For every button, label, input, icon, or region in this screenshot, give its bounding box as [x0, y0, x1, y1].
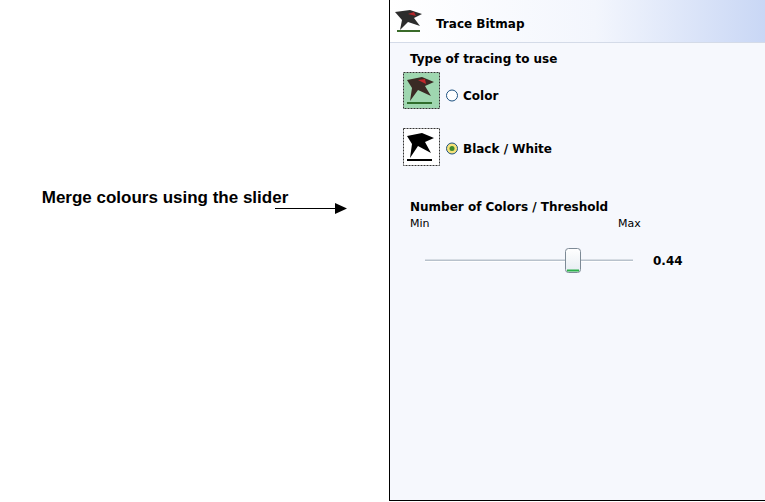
radio-button-selected [447, 143, 458, 154]
radio-button [447, 90, 458, 101]
dialog-text: Trace Bitmap [436, 17, 525, 31]
dialog-text: Color [463, 89, 498, 103]
bw-icon [404, 129, 440, 166]
dialog-text: Number of Colors / Threshold [410, 200, 608, 214]
dialog-panel: Trace BitmapType of tracing to useColorB… [389, 0, 765, 501]
dialog-text: Black / White [463, 142, 552, 156]
app-icon [395, 10, 422, 31]
panel-ground [389, 0, 765, 501]
callout-text: Merge colours using the slider [35, 186, 295, 209]
dialog-text: 0.44 [653, 254, 683, 268]
dialog-text: Max [618, 217, 641, 231]
dialog-text: Min [410, 217, 430, 231]
title-bar [389, 0, 765, 42]
dialog-text: Type of tracing to use [410, 52, 557, 66]
threshold-slider [425, 249, 633, 273]
color-icon [404, 73, 440, 109]
